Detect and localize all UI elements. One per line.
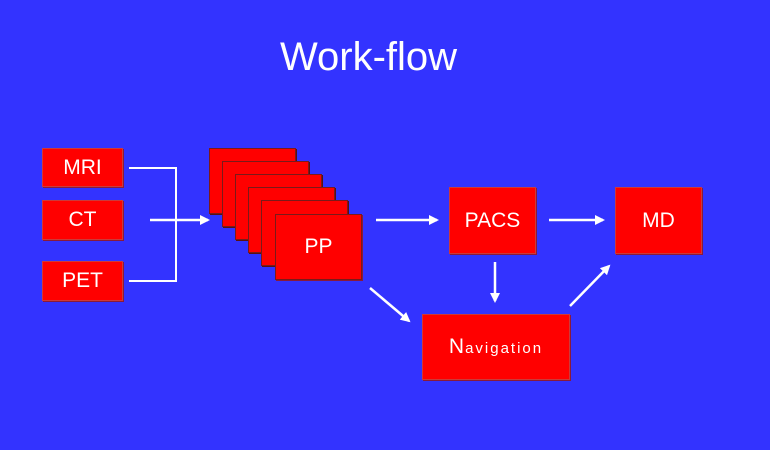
pet-label: PET — [62, 269, 103, 292]
md-box: MD — [615, 187, 702, 254]
navigation-label-initial: N — [448, 335, 466, 358]
slide-title: Work-flow — [279, 35, 458, 79]
pacs-box: PACS — [449, 187, 536, 254]
ct-box: CT — [42, 200, 123, 240]
md-label: MD — [642, 208, 675, 232]
navigation-label: Navigation — [449, 335, 543, 359]
pet-box: PET — [42, 261, 123, 301]
navigation-label-rest: avigation — [465, 340, 544, 357]
navigation-box: Navigation — [422, 314, 570, 380]
mri-box: MRI — [42, 148, 123, 187]
pp-label: PP — [304, 235, 333, 258]
mri-pet-bracket — [129, 167, 177, 282]
mri-label: MRI — [63, 155, 102, 179]
pp-box: PP — [275, 214, 362, 280]
pacs-label: PACS — [464, 208, 521, 232]
pp-to-navigation-arrow — [369, 287, 411, 323]
navigation-to-md-arrow — [569, 264, 611, 307]
ct-label: CT — [68, 208, 97, 231]
